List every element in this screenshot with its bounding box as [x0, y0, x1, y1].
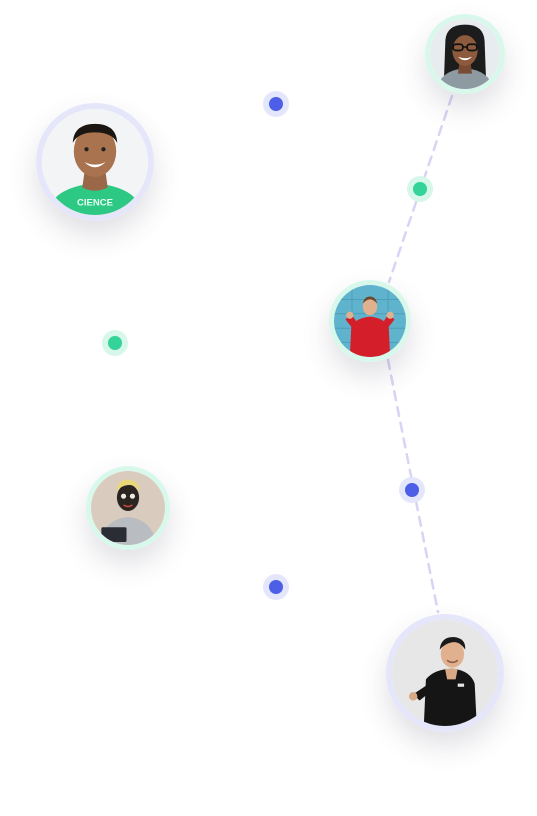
marker-dot-blue [263, 91, 289, 117]
avatar-man-black-shirt[interactable] [386, 614, 504, 732]
person-photo-icon: CIENCE [42, 109, 148, 215]
marker-dot-blue [399, 477, 425, 503]
avatar-person-face-mask[interactable] [86, 466, 170, 550]
shirt-text: CIENCE [77, 197, 113, 208]
person-photo-icon [91, 471, 165, 545]
marker-dot-green [407, 176, 433, 202]
marker-dot-blue [263, 574, 289, 600]
person-photo-icon [392, 620, 498, 726]
marker-dot-green [102, 330, 128, 356]
person-photo-icon [430, 19, 500, 89]
person-photo-icon [334, 285, 406, 357]
avatar-man-red-sweater[interactable] [329, 280, 411, 362]
avatar-woman-glasses[interactable] [425, 14, 505, 94]
avatar-man-green-shirt[interactable]: CIENCE [36, 103, 154, 221]
